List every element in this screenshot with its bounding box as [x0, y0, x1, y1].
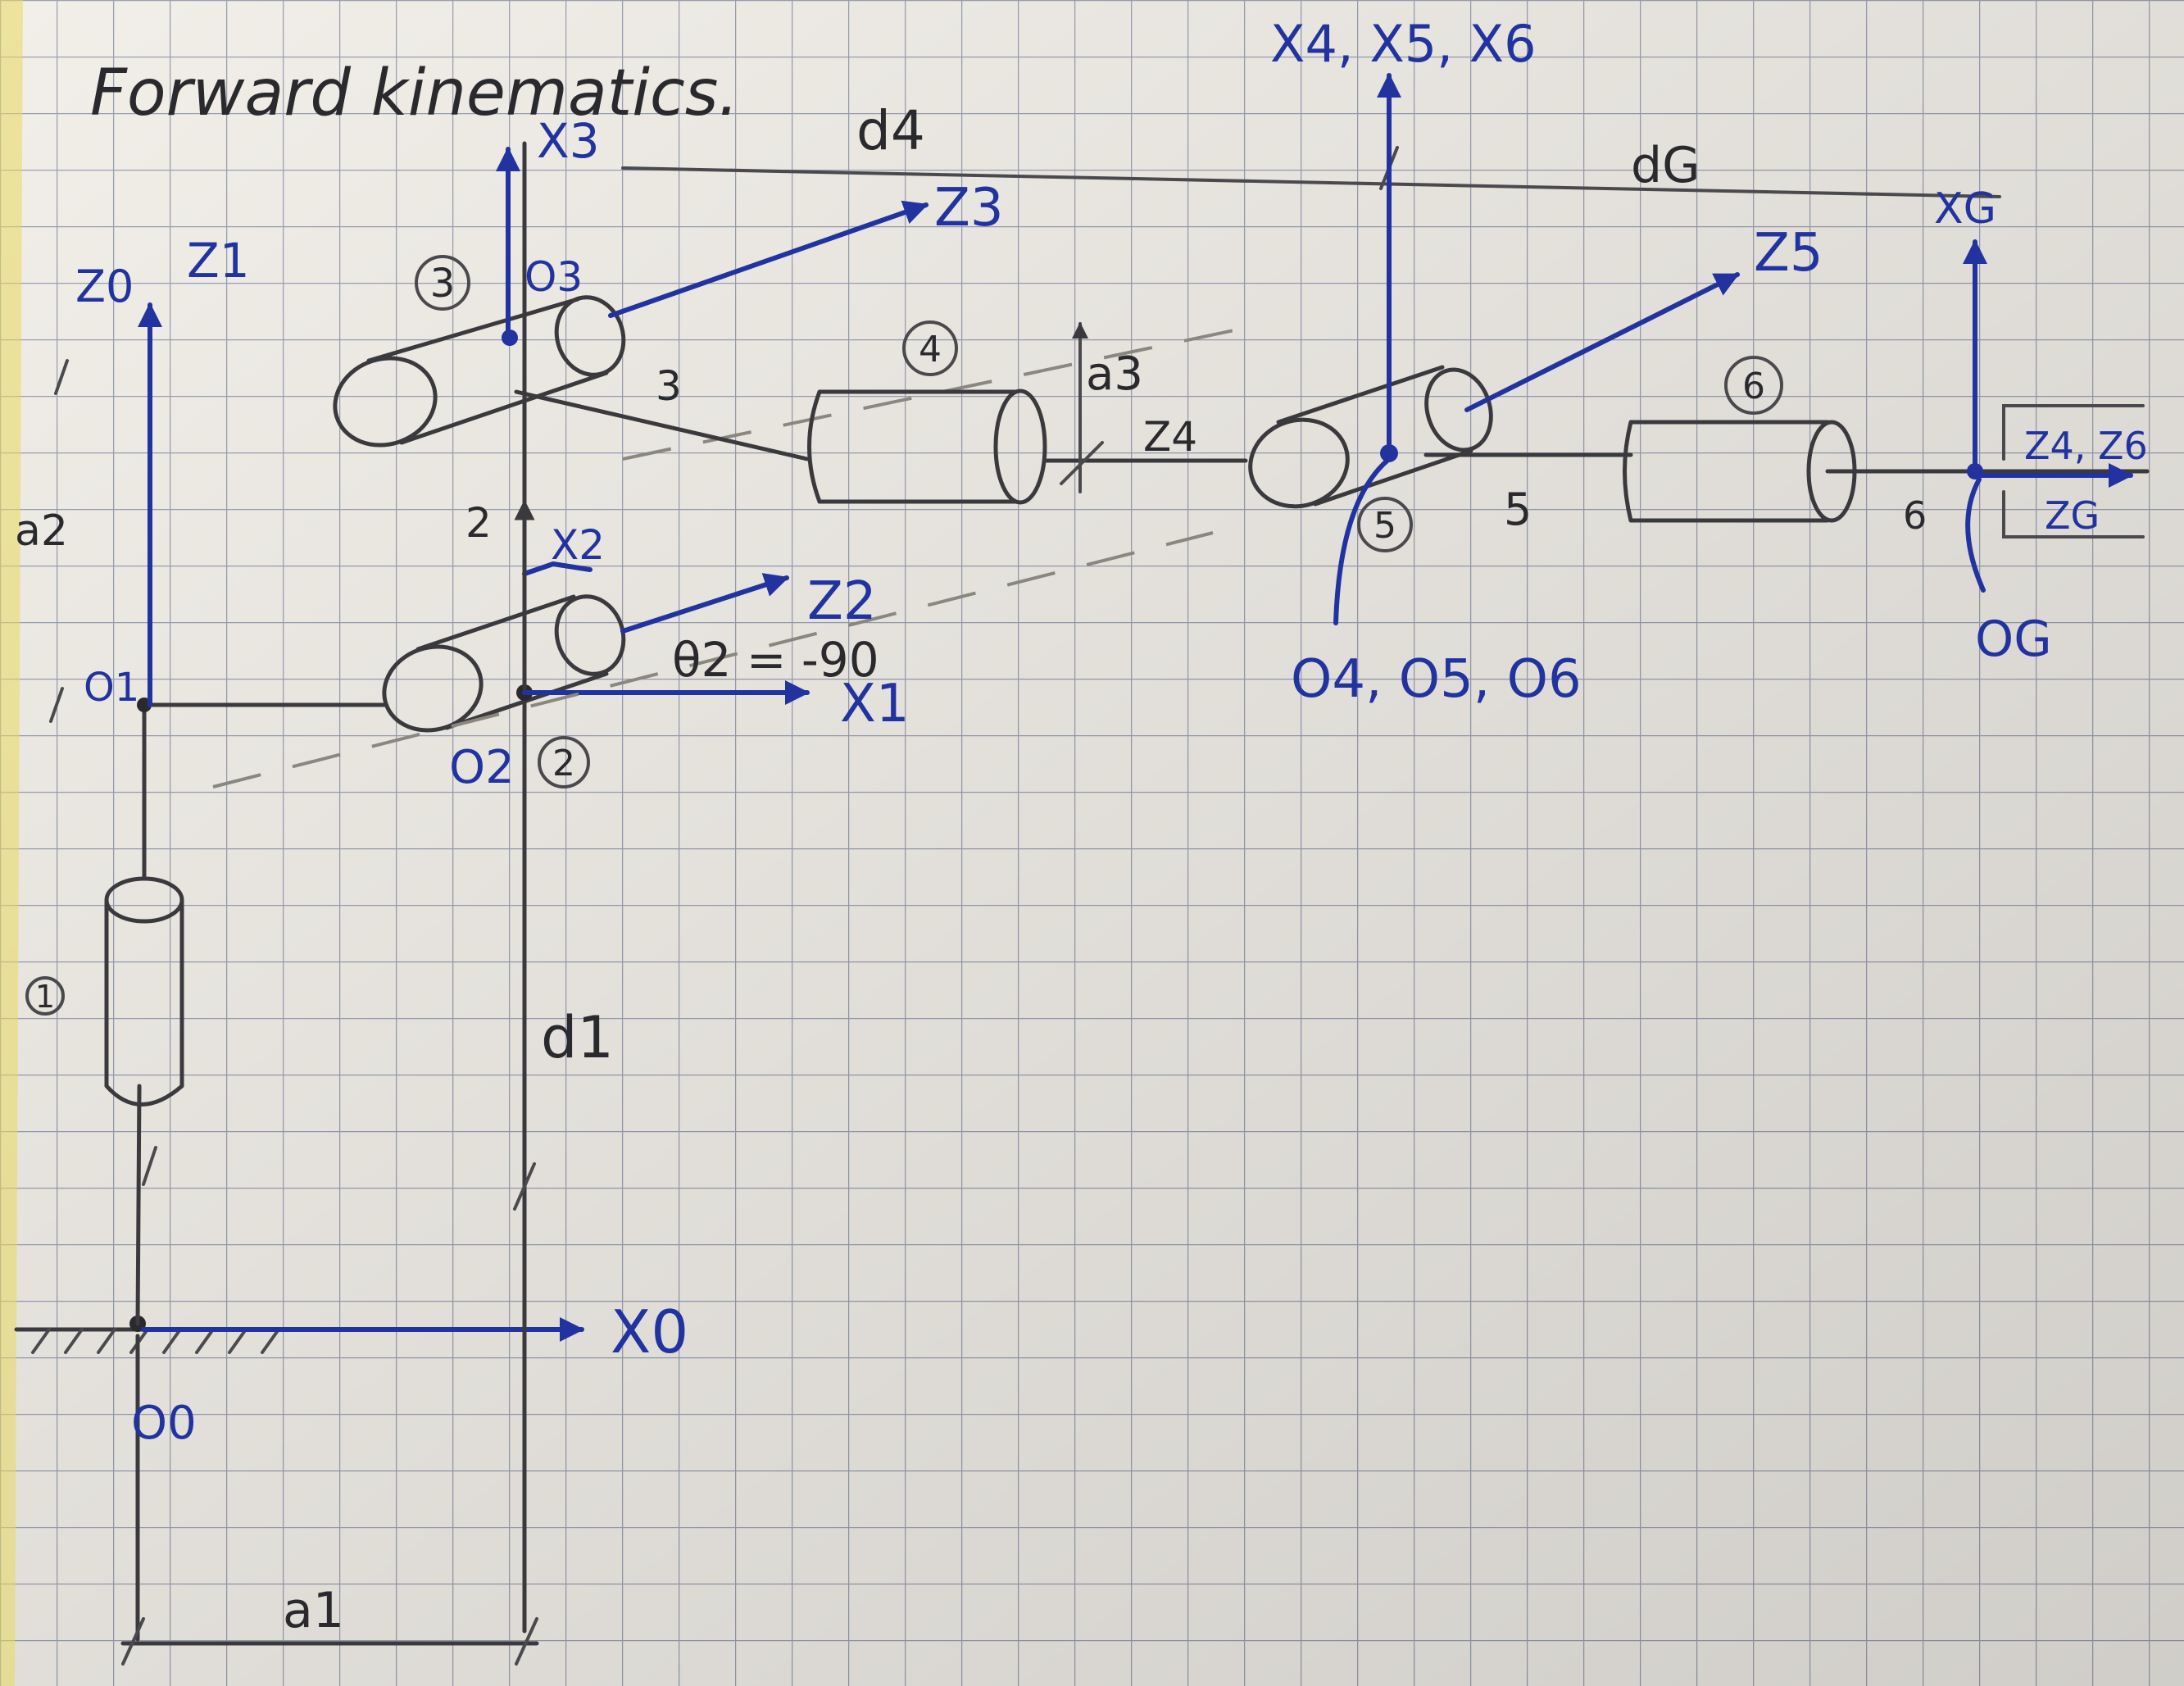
- link-1-tick: [142, 1146, 157, 1186]
- link-number-2: 2: [465, 499, 492, 547]
- label-a2: a2: [15, 507, 68, 556]
- link-number-6: 6: [1903, 493, 1927, 538]
- label-a3: a3: [1086, 348, 1143, 401]
- svg-text:3: 3: [430, 261, 456, 307]
- x2-axis: [522, 561, 593, 576]
- label-z46: Z4, Z6: [2024, 424, 2148, 468]
- dimension-a1: [120, 1334, 539, 1666]
- label-d1: d1: [541, 1004, 614, 1071]
- label-z2: Z2: [807, 571, 877, 632]
- link-3: [514, 389, 810, 461]
- joint-2-cylinder: [382, 594, 626, 733]
- joint-number-4: 4: [902, 320, 958, 376]
- svg-text:6: 6: [1742, 366, 1765, 407]
- faint-construction-line-2: [622, 326, 1246, 461]
- gripper-frame: [2002, 404, 2145, 539]
- dimension-d4-dG: [621, 166, 2001, 198]
- o456-leader: [1333, 457, 1392, 625]
- label-xg: XG: [1934, 184, 1996, 234]
- svg-text:4: 4: [919, 329, 942, 370]
- faint-construction-line: [212, 531, 1214, 788]
- label-x1: X1: [840, 674, 910, 734]
- label-o2: O2: [449, 741, 515, 794]
- label-o1: O1: [84, 665, 139, 711]
- label-z5: Z5: [1754, 223, 1823, 284]
- origin-o3-dot: [502, 329, 518, 346]
- joint-number-1: 1: [25, 976, 65, 1016]
- link-1-lower: [135, 1084, 142, 1326]
- svg-text:1: 1: [35, 979, 55, 1015]
- link-number-3: 3: [656, 362, 682, 410]
- label-x2: X2: [551, 521, 605, 569]
- label-a1: a1: [283, 1582, 344, 1639]
- a2-tick-bottom: [49, 687, 64, 723]
- z3-axis: [608, 200, 929, 318]
- label-dg: dG: [1631, 137, 1700, 194]
- og-leader: [1965, 477, 1986, 593]
- joint-number-5: 5: [1357, 497, 1413, 552]
- page-title: Forward kinematics.: [90, 57, 738, 130]
- label-o456: O4, O5, O6: [1291, 649, 1582, 710]
- label-o0: O0: [131, 1397, 197, 1450]
- label-z4: Z4: [1143, 413, 1197, 461]
- label-z1: Z1: [187, 233, 250, 289]
- svg-text:5: 5: [1374, 505, 1396, 547]
- label-o3: O3: [524, 253, 583, 301]
- d1-tick: [513, 1162, 536, 1211]
- a2-tick-top: [54, 359, 69, 395]
- page-edge: [0, 0, 23, 1686]
- link-number-5: 5: [1504, 484, 1532, 535]
- joint-3-cylinder: [333, 295, 626, 448]
- label-d4: d4: [856, 99, 925, 162]
- a3-tick: [1060, 441, 1104, 485]
- label-z3: Z3: [934, 178, 1004, 239]
- label-theta2: θ2 = -90: [672, 632, 879, 688]
- joint-5-cylinder: [1248, 365, 1493, 509]
- label-x456: X4, X5, X6: [1270, 14, 1537, 74]
- label-x0: X0: [611, 1297, 688, 1366]
- z5-axis: [1464, 272, 1740, 412]
- joint-4-cylinder: [807, 389, 1047, 505]
- svg-text:2: 2: [552, 743, 575, 784]
- label-zg: ZG: [2045, 493, 2100, 538]
- joint-number-2: 2: [538, 736, 590, 788]
- label-og: OG: [1975, 611, 2052, 668]
- label-x3: X3: [537, 113, 600, 169]
- z2-axis: [620, 573, 789, 634]
- label-z0: Z0: [75, 261, 134, 312]
- joint-number-6: 6: [1724, 356, 1783, 415]
- origin-o456-dot: [1380, 444, 1398, 462]
- joint-number-3: 3: [415, 255, 470, 311]
